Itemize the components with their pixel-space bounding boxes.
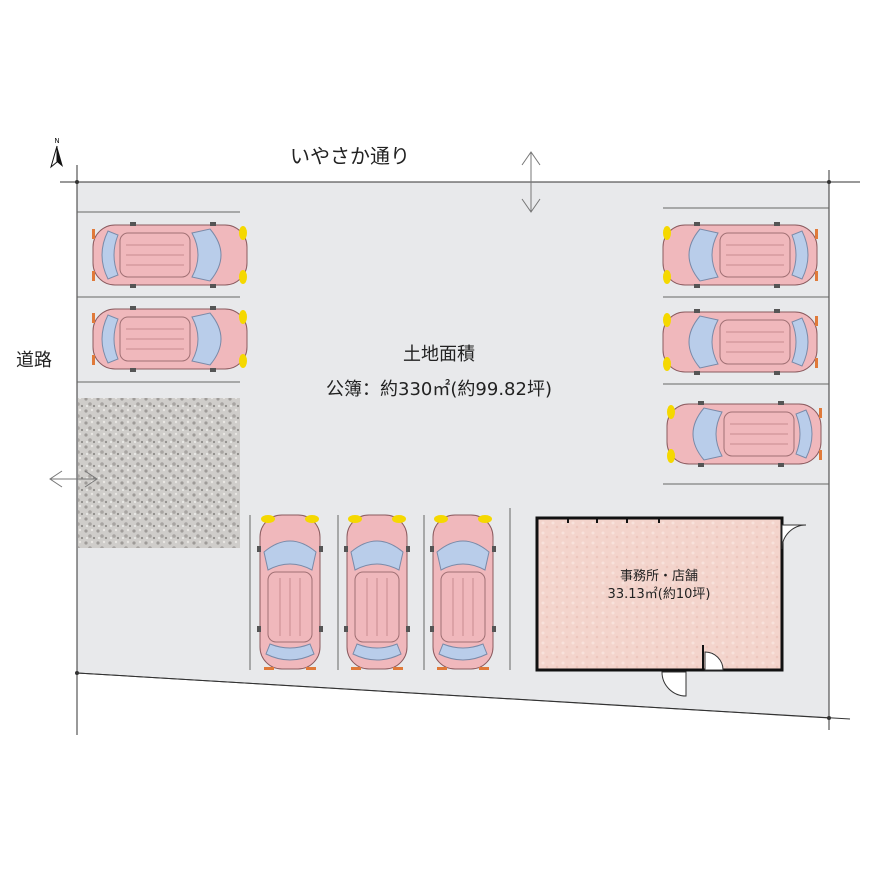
parking-lines <box>77 207 829 670</box>
car-icon <box>662 222 818 288</box>
gravel-area <box>78 398 240 548</box>
door-swing <box>781 524 807 550</box>
building-footprint <box>535 516 784 672</box>
car-icon <box>662 309 818 375</box>
boundary-point <box>75 671 79 675</box>
car-icon <box>92 306 248 372</box>
car-icon <box>344 514 410 670</box>
street-label: いやさか通り <box>290 144 410 168</box>
side-road-label: 道路 <box>16 350 52 371</box>
building-name: 事務所・店舗 <box>620 569 698 584</box>
boundary-point <box>827 716 831 720</box>
boundary-point <box>75 180 79 184</box>
car-icon <box>257 514 323 670</box>
boundary-line <box>76 672 851 720</box>
car-icon <box>666 401 822 467</box>
building: 事務所・店舗 33.13㎡(約10坪) <box>535 516 807 697</box>
compass-label: N <box>54 137 59 145</box>
car-icon <box>92 222 248 288</box>
north-arrow-icon: N <box>50 137 63 169</box>
parking-cars <box>92 222 822 670</box>
land-area-value: 公簿：約330㎡(約99.82坪) <box>326 378 552 400</box>
building-area: 33.13㎡(約10坪) <box>608 587 711 602</box>
vertical-access-arrow <box>521 151 541 213</box>
door-swing <box>704 651 724 671</box>
land-area-title: 土地面積 <box>403 344 475 365</box>
door-swing <box>661 671 687 697</box>
boundary-point <box>827 180 831 184</box>
car-icon <box>430 514 496 670</box>
horizontal-access-arrow <box>49 470 98 488</box>
